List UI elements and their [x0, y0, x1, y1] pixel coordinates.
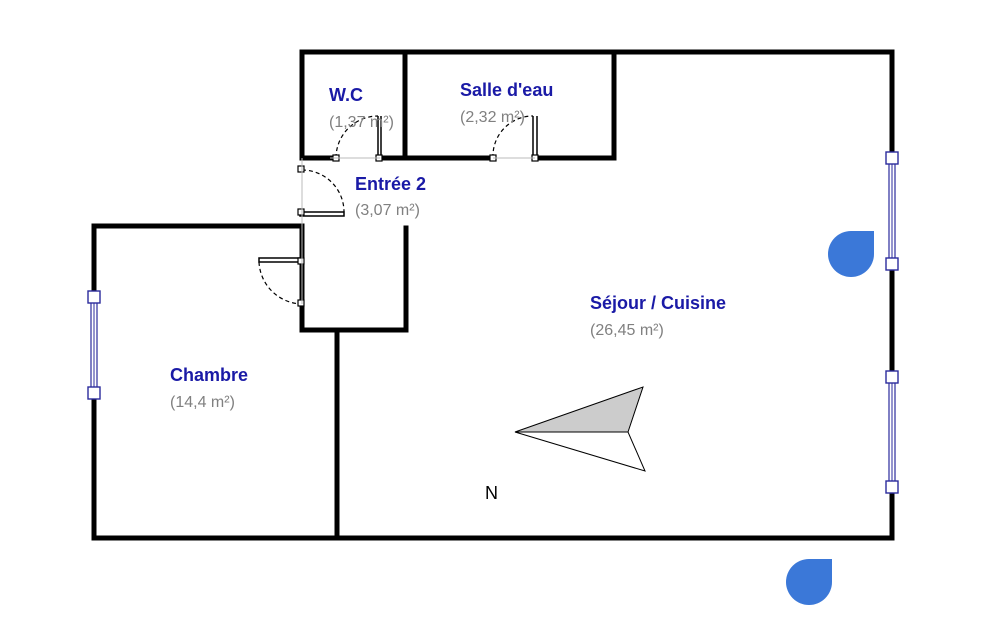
- door-arcs: [258, 115, 534, 305]
- room-area-salle-deau: (2,32 m²): [460, 109, 525, 126]
- room-area-entree: (3,07 m²): [355, 202, 420, 219]
- compass-arrow-icon: [514, 386, 646, 472]
- room-area-chambre: (14,4 m²): [170, 394, 235, 411]
- room-name-sejour-cuisine: Séjour / Cuisine: [590, 293, 726, 313]
- room-name-wc: W.C: [329, 85, 363, 105]
- window-sejour-bottom: [885, 370, 899, 494]
- compass-north-label: N: [485, 483, 498, 503]
- location-marker-icon[interactable]: [786, 559, 832, 605]
- room-area-sejour-cuisine: (26,45 m²): [590, 322, 664, 339]
- window-chambre: [87, 290, 101, 400]
- room-name-chambre: Chambre: [170, 365, 248, 385]
- room-area-wc: (1,37 m²): [329, 114, 394, 131]
- opening-lines: [301, 157, 535, 304]
- windows: [87, 151, 899, 494]
- room-name-salle-deau: Salle d'eau: [460, 80, 553, 100]
- window-sejour-top: [885, 151, 899, 271]
- walls: [91, 49, 895, 541]
- room-name-entree: Entrée 2: [355, 174, 426, 194]
- location-marker-icon[interactable]: [828, 231, 874, 277]
